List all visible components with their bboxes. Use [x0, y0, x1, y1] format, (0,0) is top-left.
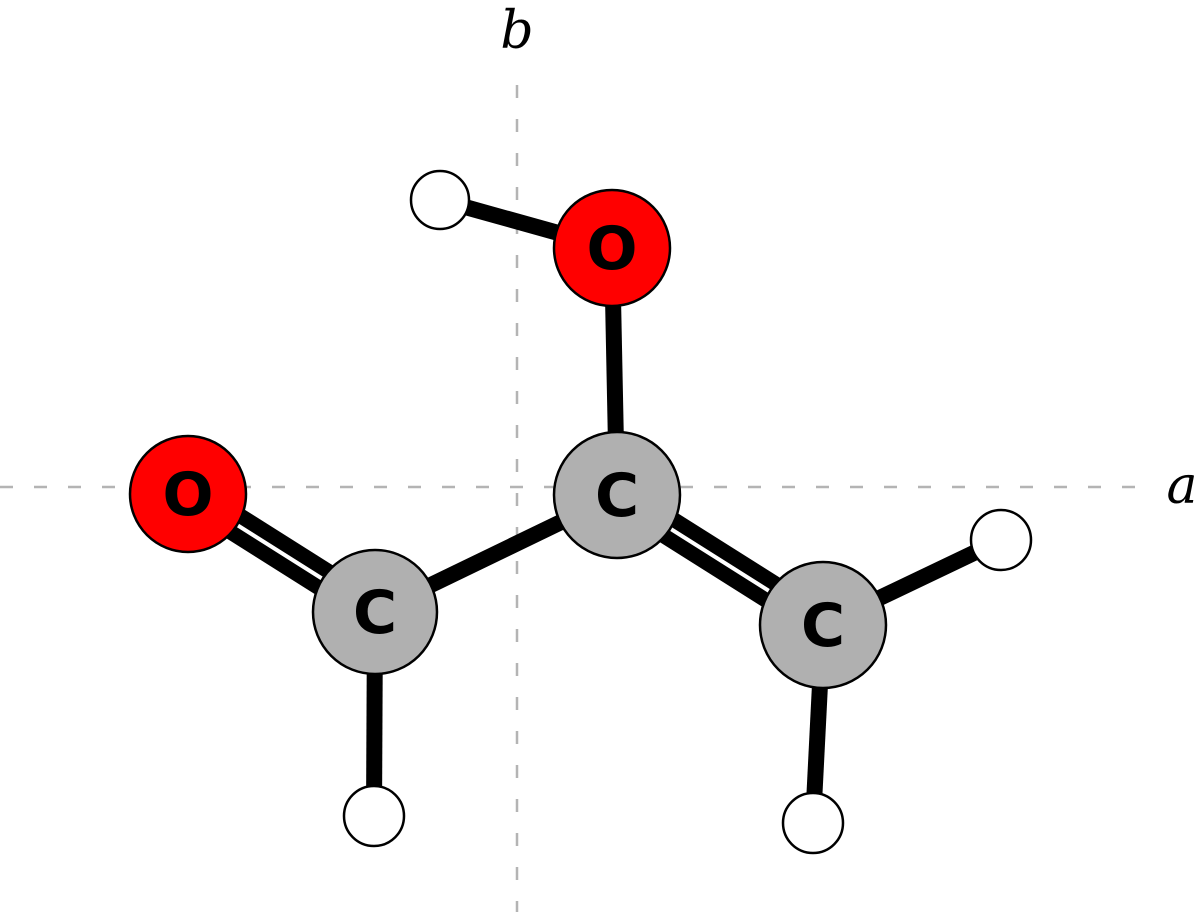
- atom-label: O: [586, 214, 637, 284]
- atom-label: C: [595, 461, 639, 531]
- hydrogen-atom-h4: [781, 791, 845, 855]
- hydrogen-atom-h1: [409, 169, 471, 231]
- carbon-atom-c1: C: [552, 430, 682, 560]
- a-axis-label: a: [1166, 456, 1197, 516]
- b-axis-label: b: [500, 1, 533, 61]
- carbon-atom-c2: C: [311, 548, 439, 676]
- oxygen-atom-o1: O: [552, 188, 672, 308]
- atoms: O O C C C: [128, 169, 1033, 855]
- atom-label: C: [801, 591, 845, 661]
- atom-label: C: [353, 578, 397, 648]
- oxygen-atom-o2: O: [128, 434, 248, 554]
- hydrogen-atom-h2: [969, 508, 1033, 572]
- hydrogen-atom-h3: [342, 784, 406, 848]
- atom-label: O: [162, 460, 213, 530]
- carbon-atom-c3: C: [758, 560, 888, 690]
